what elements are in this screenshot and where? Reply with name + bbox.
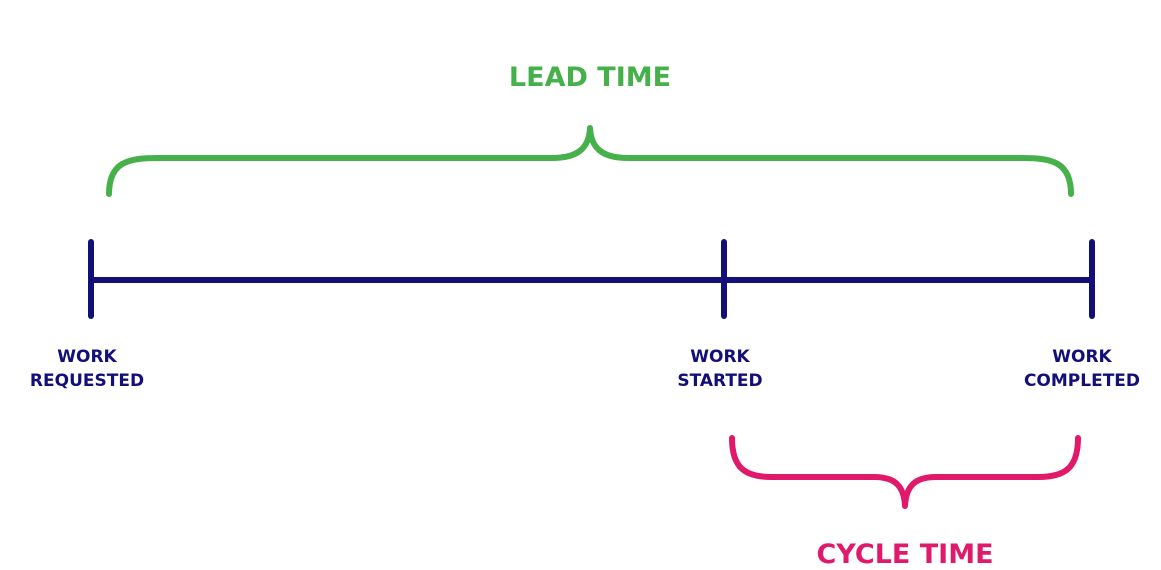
cycle-time-label: CYCLE TIME [816,539,994,570]
cycle-time-brace [729,435,1081,509]
milestone-line1: WORK [1052,347,1112,367]
milestone-work-requested: WORK REQUESTED [12,345,162,393]
milestone-work-started: WORK STARTED [650,345,790,393]
milestone-line2: STARTED [677,371,763,391]
lead-time-label: LEAD TIME [508,62,672,93]
milestone-line1: WORK [690,347,750,367]
milestone-work-completed: WORK COMPLETED [1006,345,1158,393]
lead-time-brace [106,125,1074,197]
milestone-line2: COMPLETED [1023,371,1141,391]
milestone-line1: WORK [57,347,117,367]
milestone-line2: REQUESTED [29,371,145,391]
